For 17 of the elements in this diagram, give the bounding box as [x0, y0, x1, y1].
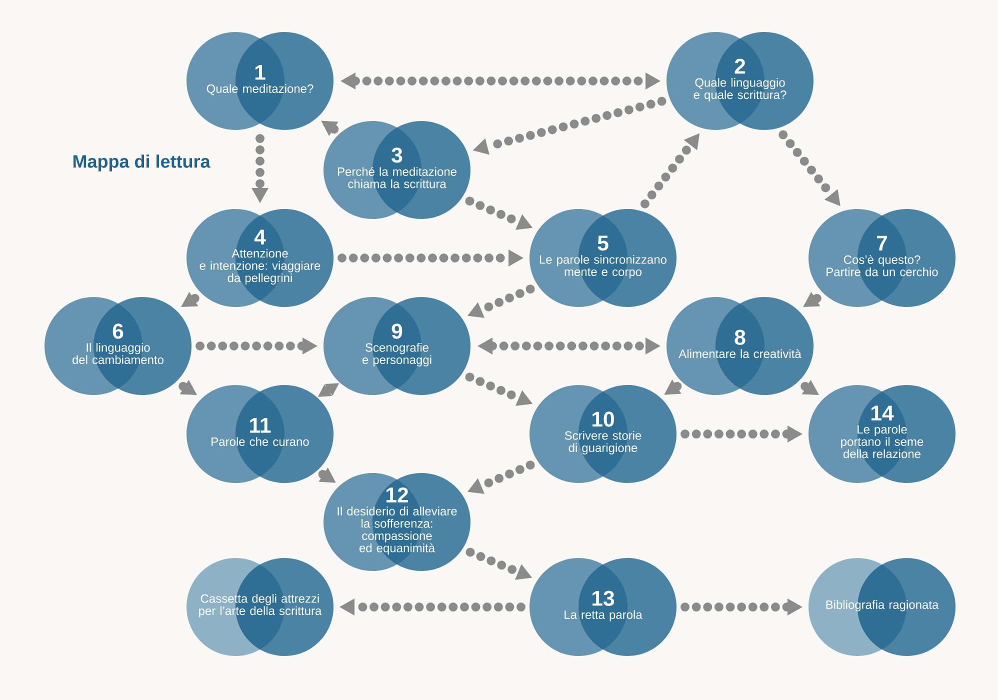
dotted-arrow [252, 134, 268, 203]
dotted-double-arrow [340, 72, 660, 90]
dotted-arrow [466, 548, 532, 580]
diagram-title: Mappa di lettura [73, 154, 210, 172]
dotted-arrow [472, 96, 666, 155]
dotted-arrow [778, 130, 840, 206]
dotted-arrow [340, 598, 526, 616]
dotted-arrow [680, 598, 802, 616]
dotted-arrow [640, 133, 700, 208]
dotted-arrow [338, 250, 524, 266]
dotted-arrow [465, 372, 533, 406]
dotted-arrow [465, 196, 533, 230]
dotted-arrow [467, 460, 535, 494]
dotted-arrow [680, 426, 802, 442]
dotted-double-arrow [478, 338, 660, 354]
dotted-arrow [467, 284, 535, 318]
dotted-arrow [196, 338, 318, 354]
